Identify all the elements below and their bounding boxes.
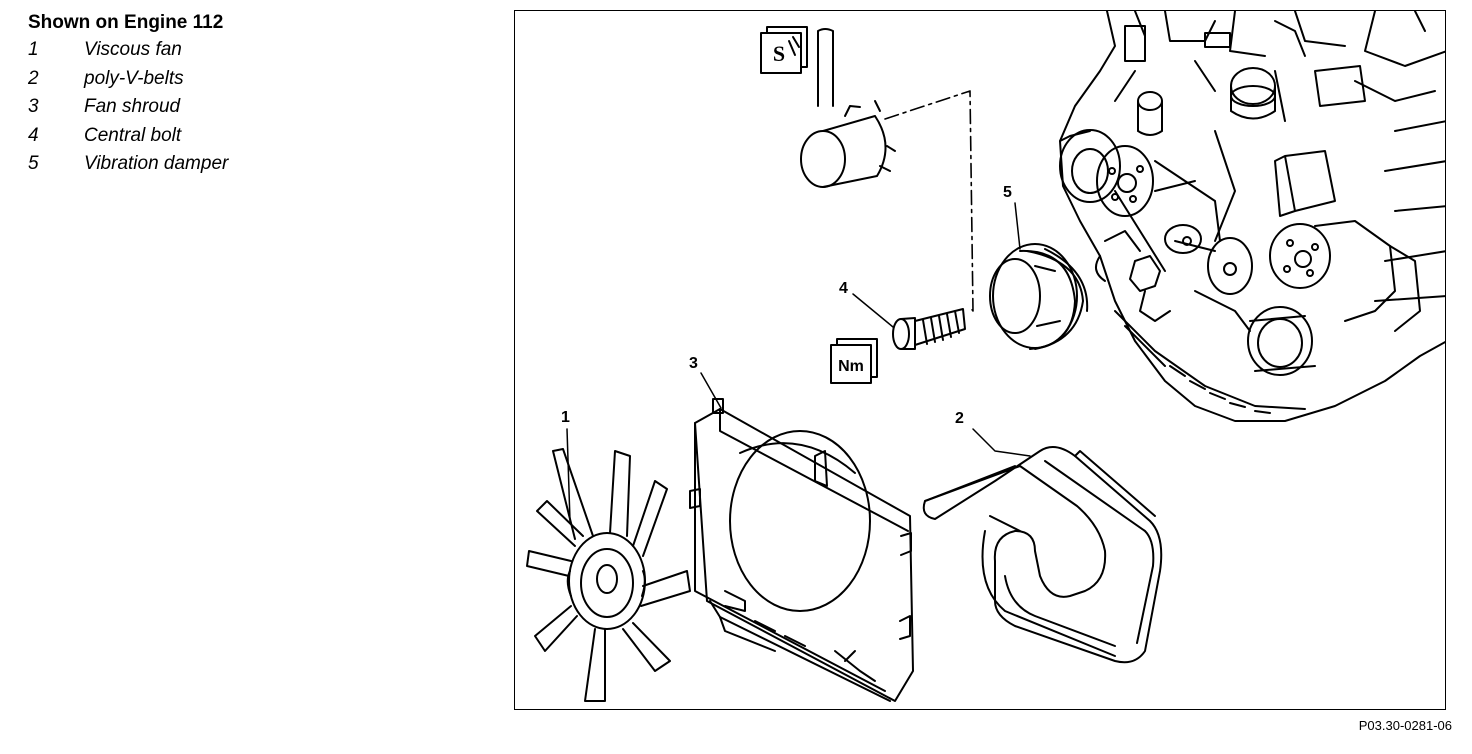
parts-legend: Shown on Engine 112 1 Viscous fan 2 poly-V… [28, 10, 228, 179]
legend-item-number: 1 [28, 39, 39, 60]
callout-2: 2 [955, 410, 964, 427]
engine-block [1059, 11, 1445, 422]
callout-leaders [566, 202, 1031, 522]
legend-item-label: Fan shroud [84, 96, 181, 117]
legend-item-number: 5 [28, 153, 39, 174]
torque-symbol-label: Nm [838, 358, 864, 375]
legend-item: 1 Viscous fan [28, 36, 228, 65]
legend-item-label: Central bolt [84, 124, 182, 146]
special-tool-symbol-label: S [773, 41, 785, 66]
exploded-diagram: 1 2 3 4 5 Nm S [514, 10, 1446, 710]
poly-v-belt-part-2 [922, 446, 1163, 664]
legend-item-number: 4 [28, 124, 39, 146]
callout-1: 1 [561, 409, 570, 426]
legend-item: 2 poly-V-belts [28, 65, 228, 94]
legend-item: 4 Central bolt [28, 122, 228, 151]
callout-4: 4 [839, 280, 848, 297]
legend-item-label: Viscous fan [84, 39, 182, 60]
legend-item-number: 2 [28, 67, 39, 89]
diagram-drawing: 1 2 3 4 5 Nm S [526, 11, 1445, 702]
legend-item: 3 Fan shroud [28, 93, 228, 122]
legend-title: Shown on Engine 112 [28, 12, 224, 33]
legend-item-label: poly-V-belts [84, 67, 184, 89]
special-tool-symbol: S [760, 26, 808, 74]
legend-item: 5 Vibration damper [28, 150, 228, 179]
central-bolt-part-4 [892, 308, 966, 350]
fan-shroud-part-3 [689, 398, 914, 702]
special-tool [800, 28, 974, 312]
legend-item-number: 3 [28, 96, 39, 117]
callout-labels: 1 2 3 4 5 [561, 184, 1012, 427]
legend-item-label: Vibration damper [84, 153, 229, 174]
viscous-fan-part-1 [526, 448, 691, 702]
figure-code: P03.30-0281-06 [1358, 718, 1452, 733]
callout-3: 3 [689, 355, 698, 372]
callout-5: 5 [1003, 184, 1012, 201]
vibration-damper-part-5 [989, 243, 1089, 350]
torque-symbol: Nm [830, 338, 878, 384]
